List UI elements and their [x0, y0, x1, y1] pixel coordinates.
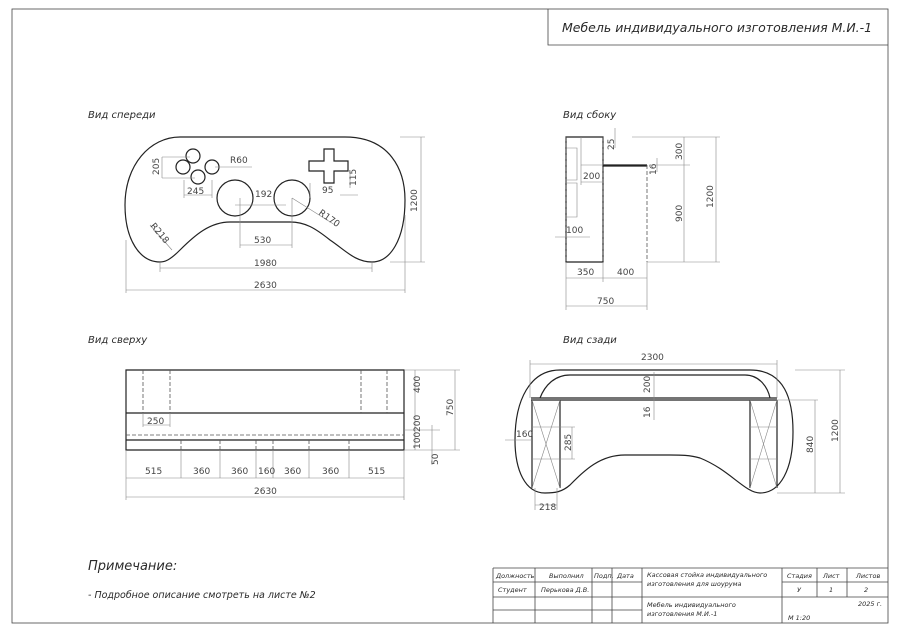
sheet-title: Мебель индивидуального изготовления М.И.…: [562, 20, 872, 35]
front-dim-lines: [125, 136, 425, 293]
dim-515: 515: [368, 467, 385, 477]
side-outline: [565, 136, 647, 263]
dim-2630: 2630: [254, 487, 277, 497]
dim-200: 200: [413, 415, 423, 432]
dim-115: 115: [349, 169, 359, 186]
dim-160: 160: [516, 430, 533, 440]
dim-840: 840: [806, 436, 816, 453]
tb-year: 2025 г.: [858, 600, 882, 608]
dim-400: 400: [617, 268, 634, 278]
dim-400: 400: [413, 376, 423, 393]
dim-1200: 1200: [831, 419, 841, 442]
button-circle: [190, 169, 206, 185]
dim-25: 25: [607, 139, 617, 150]
top-view: Вид сверху 400 200 100 750 50 250 515 36…: [88, 335, 460, 500]
dim-95: 95: [322, 186, 333, 196]
button-circle: [185, 148, 201, 164]
dim-1200: 1200: [706, 185, 716, 208]
tb-name-line2: изготовления М.И.-1: [647, 610, 717, 618]
top-dim-lines: [125, 369, 460, 500]
sheet-frame: [11, 8, 889, 624]
dim-2300: 2300: [641, 353, 664, 363]
dim-100: 100: [566, 226, 583, 236]
tb-header-done: Выполнил: [549, 572, 584, 580]
tb-scale: М 1:20: [788, 614, 810, 622]
dim-2630: 2630: [254, 281, 277, 291]
tb-product-line2: изготовления для шоурума: [647, 580, 742, 588]
dim-200: 200: [643, 376, 653, 393]
dim-r218: R218: [148, 222, 171, 247]
dim-100: 100: [413, 432, 423, 449]
note-text: - Подробное описание смотреть на листе №…: [88, 590, 316, 601]
dim-360: 360: [193, 467, 210, 477]
dpad-cross: [308, 148, 349, 184]
dim-200: 200: [583, 172, 600, 182]
tb-header-stage: Стадия: [787, 572, 812, 580]
tb-name-line1: Мебель индивидуального: [647, 601, 736, 609]
front-view: Вид спереди R60 205 245 192 95 115 R170 …: [88, 110, 425, 293]
back-inner-arc: [539, 374, 771, 399]
front-outline: [124, 136, 406, 263]
back-view: Вид сзади 2300 200 16 160 285 840 1200 2…: [505, 335, 845, 513]
dim-515: 515: [145, 467, 162, 477]
dim-750: 750: [446, 399, 456, 416]
tb-header-sign: Подп.: [594, 572, 614, 580]
dim-360: 360: [284, 467, 301, 477]
dim-285: 285: [564, 434, 574, 451]
dim-50: 50: [431, 453, 441, 465]
side-view: Вид сбоку 25 300 200 16 900 1200 100 350…: [555, 109, 720, 310]
dim-360: 360: [322, 467, 339, 477]
dim-r170: R170: [316, 208, 341, 230]
dim-218: 218: [539, 503, 556, 513]
note-title: Примечание:: [88, 559, 177, 574]
dim-300: 300: [675, 143, 685, 160]
back-dim-lines: [505, 360, 845, 510]
button-circle: [175, 159, 191, 175]
dim-245: 245: [187, 187, 204, 197]
title-header-box: [547, 9, 888, 46]
tb-sheet: 1: [829, 586, 833, 594]
dim-16: 16: [649, 163, 659, 175]
dim-r60: R60: [230, 156, 248, 166]
dim-360: 360: [231, 467, 248, 477]
back-view-title: Вид сзади: [563, 335, 617, 346]
dim-250: 250: [147, 417, 164, 427]
dim-530: 530: [254, 236, 271, 246]
tb-stage: У: [797, 586, 802, 594]
dim-16: 16: [643, 406, 653, 418]
dim-1200: 1200: [410, 189, 420, 212]
side-hidden-lines: [565, 137, 648, 262]
dim-205: 205: [152, 158, 162, 175]
title-block: Должность Выполнил Подп. Дата Студент Пе…: [492, 567, 888, 623]
right-cabinet: [749, 399, 778, 489]
side-view-title: Вид сбоку: [563, 109, 617, 121]
left-speaker-circle: [216, 179, 254, 217]
front-view-title: Вид спереди: [88, 110, 156, 121]
side-dim-lines: [555, 128, 720, 310]
tb-sheets: 2: [864, 586, 868, 594]
dim-350: 350: [577, 268, 594, 278]
left-cabinet: [531, 399, 561, 489]
tb-header-sheets: Листов: [855, 572, 880, 580]
tb-position: Студент: [498, 586, 527, 594]
dim-160: 160: [258, 467, 275, 477]
dim-1980: 1980: [254, 259, 277, 269]
top-hidden-lines: [126, 370, 404, 450]
tb-author: Перькова Д.В.: [541, 586, 589, 594]
tb-header-position: Должность: [495, 572, 535, 580]
dim-192: 192: [255, 190, 272, 200]
top-view-title: Вид сверху: [88, 335, 148, 346]
top-outline: [125, 369, 405, 451]
dim-900: 900: [675, 205, 685, 222]
tb-header-sheet: Лист: [822, 572, 840, 580]
dim-750: 750: [597, 297, 614, 307]
back-outline: [514, 369, 794, 494]
tb-product-line1: Кассовая стойка индивидуального: [647, 571, 767, 579]
tb-header-date: Дата: [616, 572, 634, 580]
